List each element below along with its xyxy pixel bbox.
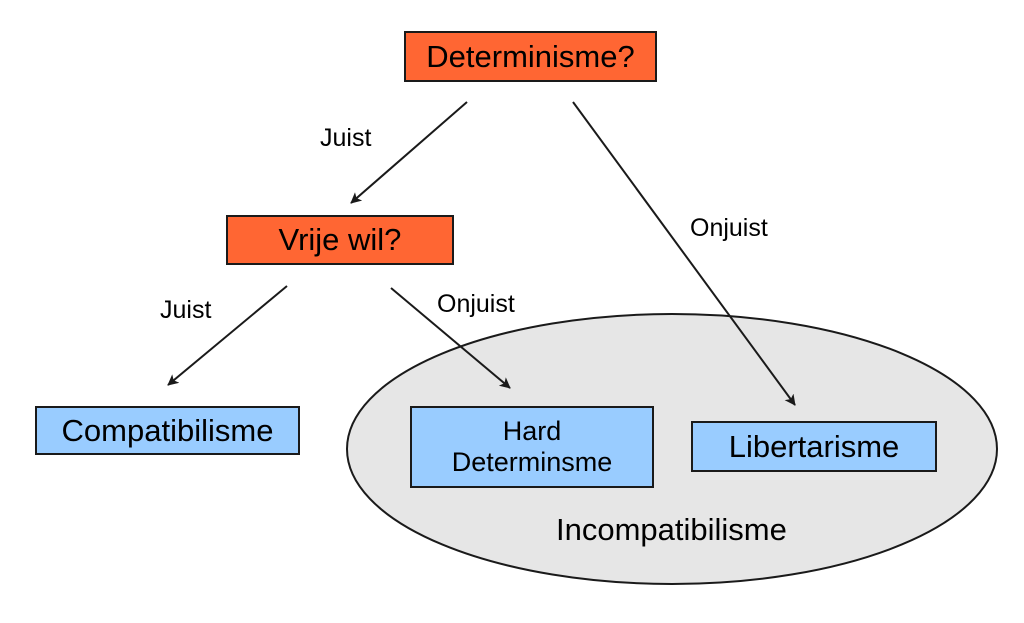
node-compatibilisme-label: Compatibilisme [61, 412, 274, 448]
node-libertarisme-label: Libertarisme [728, 428, 900, 464]
group-label-incompatibilisme: Incompatibilisme [556, 512, 787, 547]
node-determinisme: Determinisme? [404, 31, 657, 82]
node-compatibilisme: Compatibilisme [35, 406, 300, 455]
edge-vrije-wil-to-compatibilisme [167, 285, 288, 386]
edge-label-juist-top: Juist [320, 124, 372, 152]
edge-determinisme-to-vrije-wil [350, 101, 468, 204]
node-hard-determinisme: Hard Determinsme [410, 406, 654, 488]
node-vrije-wil: Vrije wil? [226, 215, 454, 265]
edge-label-onjuist-bottom: Onjuist [437, 290, 515, 318]
edge-label-onjuist-top: Onjuist [690, 214, 768, 242]
node-hard-determinisme-label-line1: Hard [502, 415, 562, 446]
edge-determinisme-to-libertarisme [572, 101, 796, 406]
node-hard-determinisme-label-line2: Determinsme [451, 447, 613, 477]
node-determinisme-label: Determinisme? [426, 38, 635, 74]
edge-vrije-wil-to-hard-determinisme [390, 287, 511, 389]
node-vrije-wil-label: Vrije wil? [278, 222, 402, 258]
edge-label-juist-bottom: Juist [160, 296, 212, 324]
node-libertarisme: Libertarisme [691, 421, 937, 472]
